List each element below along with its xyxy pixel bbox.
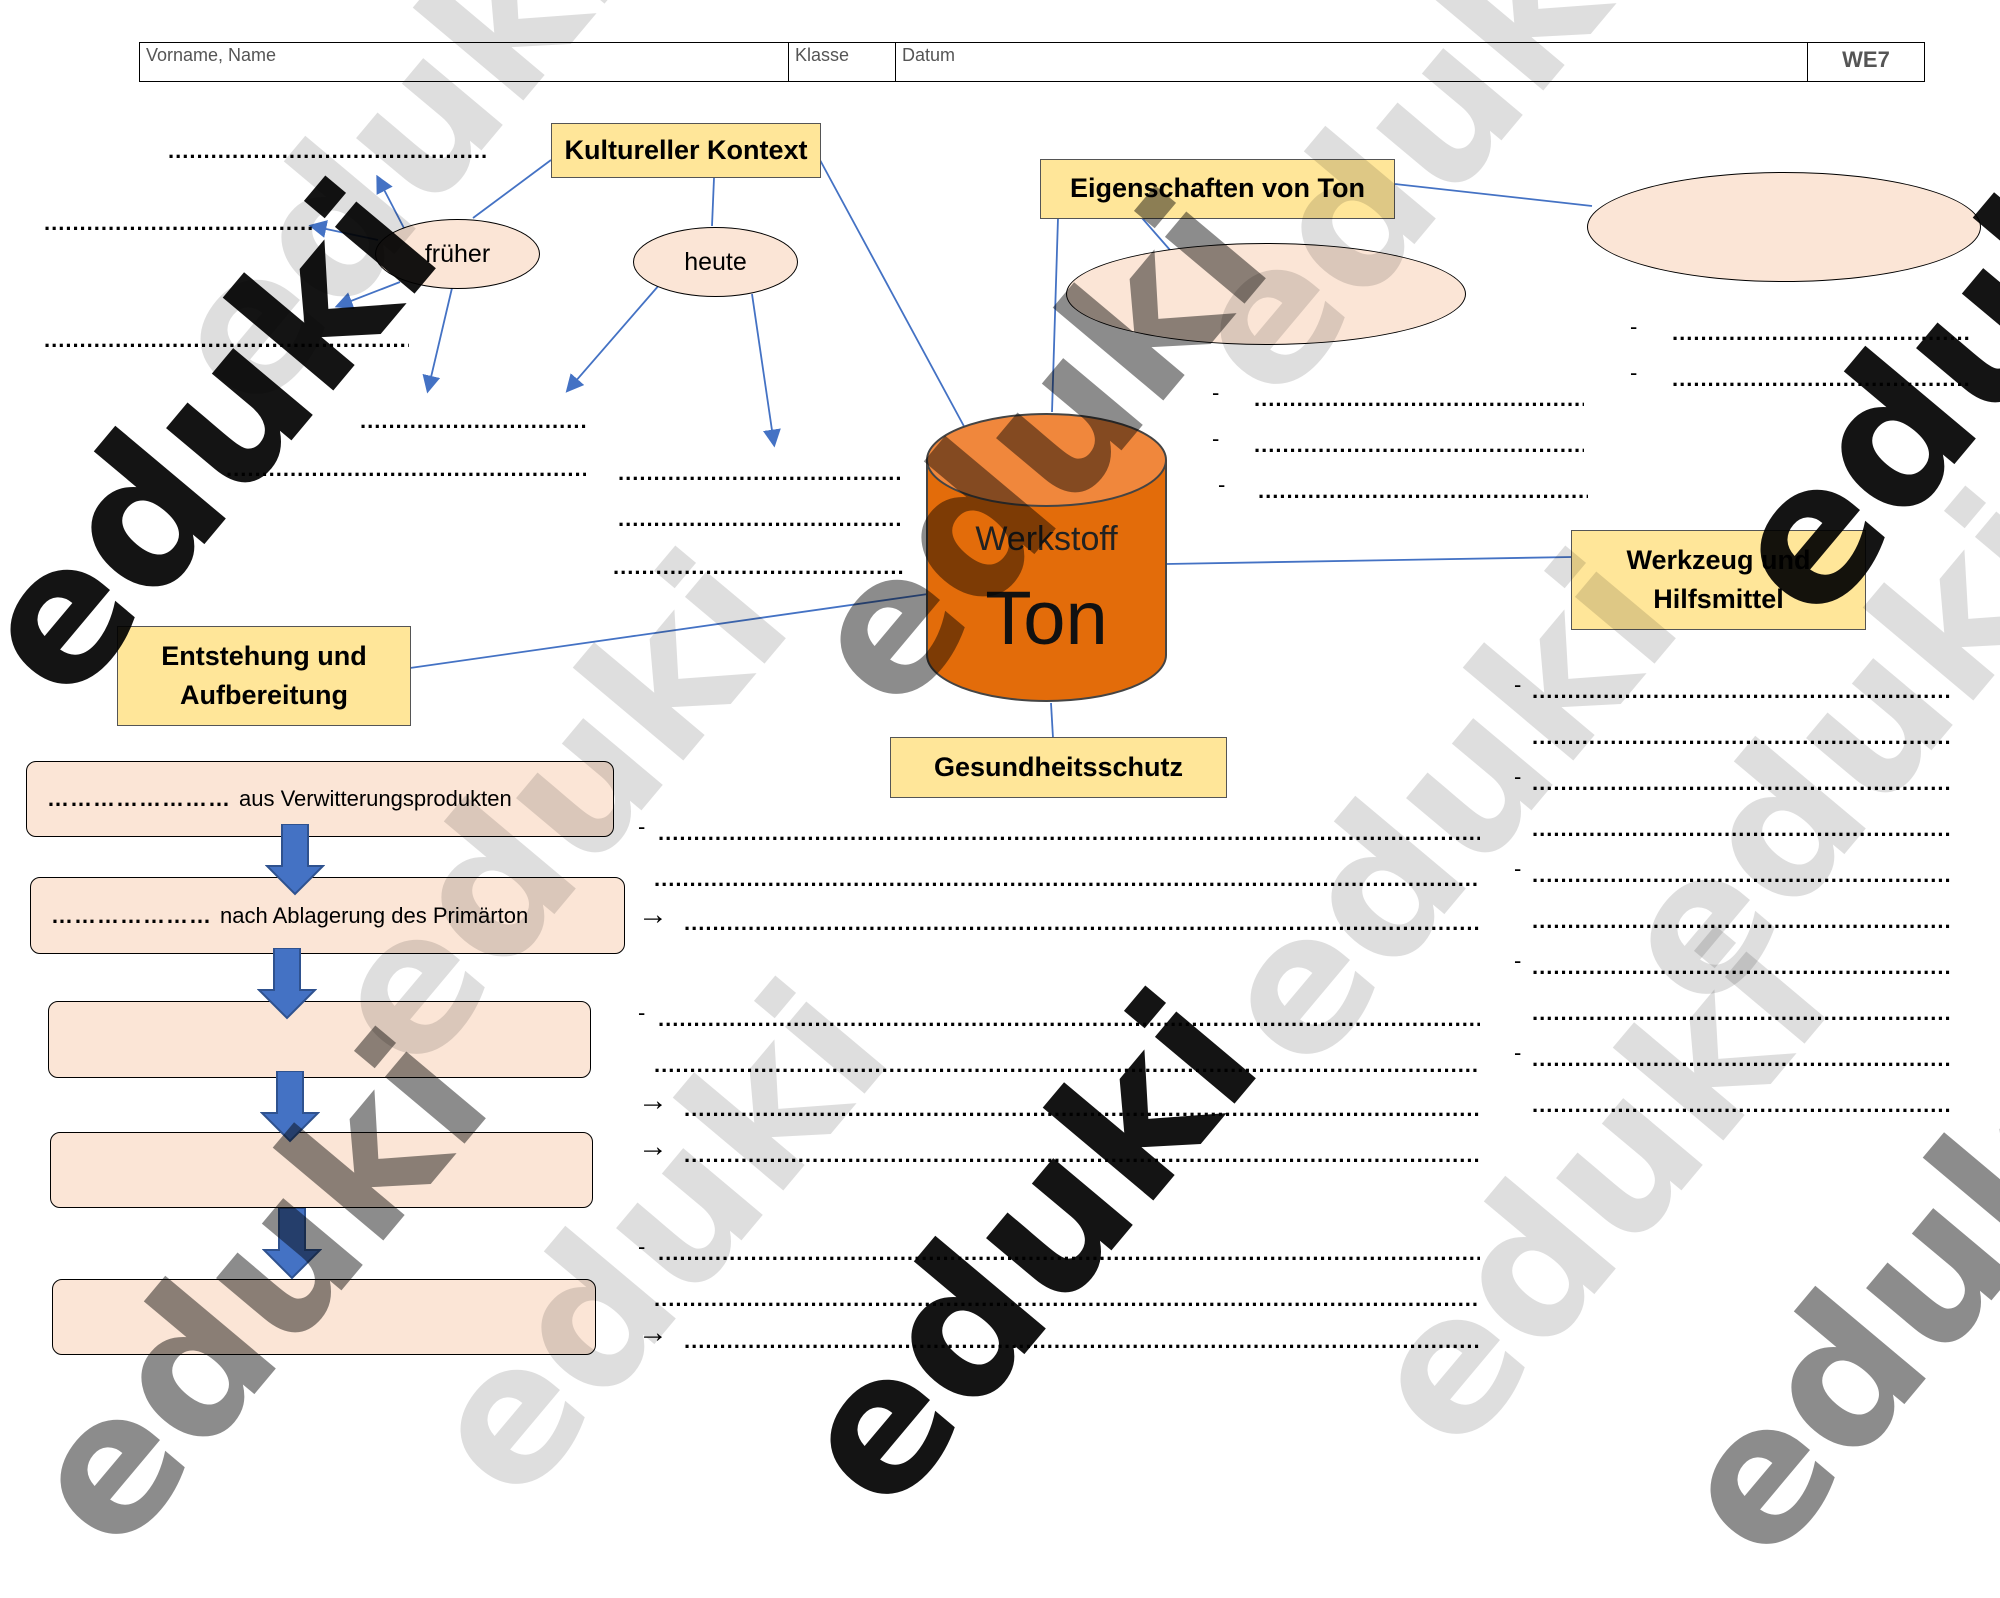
- blank-line[interactable]: ........................................…: [44, 212, 314, 234]
- list-dash: -: [638, 1234, 646, 1259]
- blank-line[interactable]: ........................................…: [1532, 1002, 1950, 1024]
- topic-clay-properties: Eigenschaften von Ton: [1040, 159, 1395, 219]
- step-text: nach Ablagerung des Primärton: [220, 902, 529, 928]
- blank-line[interactable]: ........................................…: [168, 140, 488, 162]
- list-dash: -: [1514, 672, 1522, 697]
- blank-line[interactable]: ........................................…: [654, 1288, 1480, 1310]
- blank-line[interactable]: ........................................…: [1532, 818, 1950, 840]
- blank-line[interactable]: ........................................…: [658, 1242, 1480, 1264]
- blank-line[interactable]: ........................................…: [1532, 726, 1950, 748]
- list-dash: -: [1514, 764, 1522, 789]
- blank-line[interactable]: ........................................…: [1672, 368, 1972, 390]
- down-arrow-icon: [265, 824, 325, 896]
- arrow-right: →: [638, 1316, 668, 1349]
- blank-line[interactable]: ........................................…: [44, 329, 409, 351]
- topic-tools: Werkzeug und Hilfsmittel: [1571, 530, 1866, 630]
- blank-line[interactable]: ........................................…: [1532, 864, 1950, 886]
- process-step-2[interactable]: ………………… nach Ablagerung des Primärton: [30, 877, 625, 954]
- blank-line[interactable]: ........................................…: [1254, 388, 1584, 410]
- blank-line[interactable]: ........................................…: [684, 1330, 1480, 1352]
- topic-cultural-context: Kultureller Kontext: [551, 123, 821, 178]
- blank-line[interactable]: ........................................…: [1254, 434, 1584, 456]
- arrow-right: →: [638, 898, 668, 931]
- blank-line[interactable]: ........................................…: [658, 1008, 1480, 1030]
- step-text: aus Verwitterungsprodukten: [239, 786, 512, 811]
- blank-line[interactable]: ........................................…: [1672, 322, 1972, 344]
- list-dash: -: [638, 1000, 646, 1025]
- blank-line[interactable]: ........................................…: [654, 1054, 1480, 1076]
- connector-lines: [308, 159, 1593, 739]
- list-dash: -: [1630, 314, 1638, 339]
- blank-line[interactable]: ........................................…: [360, 410, 586, 432]
- center-label-clay: Ton: [985, 576, 1108, 661]
- blank-line[interactable]: ........................................…: [654, 868, 1480, 890]
- list-dash: -: [638, 814, 646, 839]
- process-step-1[interactable]: …………………… aus Verwitterungsprodukten: [26, 761, 614, 837]
- step-blank: ……………………: [47, 786, 231, 811]
- ellipse-property-blank[interactable]: [1066, 243, 1466, 345]
- blank-line[interactable]: ........................................…: [1532, 1094, 1950, 1116]
- date-label: Datum: [902, 45, 956, 65]
- blank-line[interactable]: ........................................…: [618, 508, 903, 530]
- list-dash: -: [1514, 856, 1522, 881]
- blank-line[interactable]: ........................................…: [658, 822, 1480, 844]
- class-label: Klasse: [795, 45, 850, 65]
- down-arrow-icon: [262, 1208, 322, 1280]
- blank-line[interactable]: ........................................…: [1532, 1048, 1950, 1070]
- center-label-material: Werkstoff: [975, 520, 1118, 558]
- blank-line[interactable]: ........................................…: [1532, 956, 1950, 978]
- blank-line[interactable]: ........................................…: [1532, 772, 1950, 794]
- ellipse-today: heute: [633, 227, 798, 297]
- blank-line[interactable]: ........................................…: [684, 912, 1480, 934]
- list-dash: -: [1212, 380, 1220, 405]
- blank-line[interactable]: ........................................…: [613, 556, 903, 578]
- worksheet-code: WE7: [1807, 42, 1925, 82]
- ellipse-past: früher: [375, 219, 540, 289]
- clay-cylinder: Werkstoff Ton: [925, 410, 1168, 705]
- arrow-right: →: [638, 1084, 668, 1117]
- blank-line[interactable]: ........................................…: [618, 462, 903, 484]
- down-arrow-icon: [260, 1071, 320, 1143]
- blank-line[interactable]: ........................................…: [684, 1144, 1480, 1166]
- topic-health-protection: Gesundheitsschutz: [890, 737, 1227, 798]
- process-step-3[interactable]: [48, 1001, 591, 1078]
- arrow-right: →: [638, 1130, 668, 1163]
- ellipse-tools-blank[interactable]: [1587, 172, 1981, 282]
- topic-origin-processing: Entstehung und Aufbereitung: [117, 626, 411, 726]
- blank-line[interactable]: ........................................…: [1532, 680, 1950, 702]
- list-dash: -: [1514, 948, 1522, 973]
- name-label: Vorname, Name: [146, 45, 277, 65]
- process-step-4[interactable]: [50, 1132, 593, 1208]
- list-dash: -: [1514, 1040, 1522, 1065]
- list-dash: -: [1212, 426, 1220, 451]
- step-blank: …………………: [51, 902, 212, 928]
- list-dash: -: [1630, 360, 1638, 385]
- blank-line[interactable]: ........................................…: [226, 458, 586, 480]
- down-arrow-icon: [257, 948, 317, 1020]
- blank-line[interactable]: ........................................…: [1258, 480, 1588, 502]
- blank-line[interactable]: ........................................…: [684, 1098, 1480, 1120]
- cylinder-shape: [926, 413, 1167, 702]
- blank-line[interactable]: ........................................…: [1532, 910, 1950, 932]
- process-step-5[interactable]: [52, 1279, 596, 1355]
- list-dash: -: [1218, 472, 1226, 497]
